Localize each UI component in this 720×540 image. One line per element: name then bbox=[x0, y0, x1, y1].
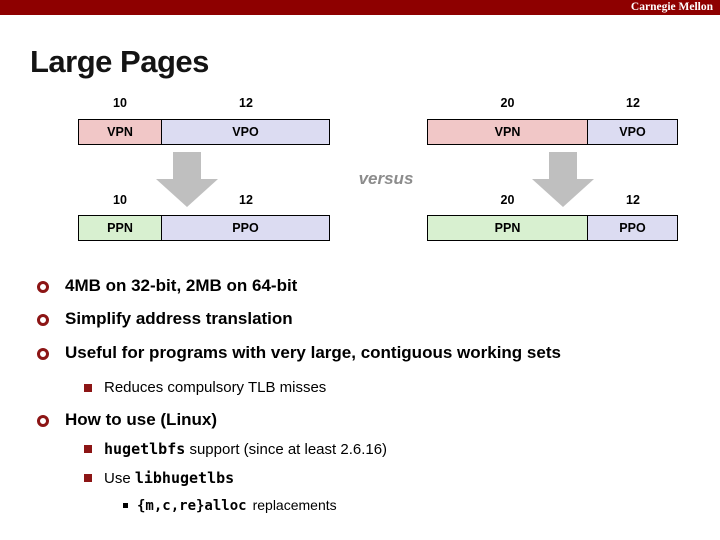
ppn-box: PPN bbox=[78, 215, 162, 241]
bullet-square-icon bbox=[84, 384, 92, 392]
vpo-bits-label: 12 bbox=[626, 96, 640, 110]
bullet-small-square-icon bbox=[123, 503, 128, 508]
vpn-box: VPN bbox=[427, 119, 588, 145]
plain-text: Use bbox=[104, 470, 135, 487]
bullet-item: Useful for programs with very large, con… bbox=[65, 343, 561, 362]
bullet-circle-icon bbox=[37, 415, 49, 427]
bullet-item: How to use (Linux) bbox=[65, 410, 218, 429]
small-page-physical-address-box: PPN PPO bbox=[78, 215, 330, 241]
large-page-physical-address-box: PPN PPO bbox=[427, 215, 678, 241]
sub-sub-bullet-item: {m,c,re}alloc replacements bbox=[137, 497, 337, 514]
vpo-bits-label: 12 bbox=[239, 96, 253, 110]
sub-bullet-item: Use libhugetlbs bbox=[104, 469, 234, 487]
large-page-virtual-bits-row: 20 12 bbox=[427, 96, 678, 111]
vpo-box: VPO bbox=[161, 119, 330, 145]
vpn-bits-label: 10 bbox=[113, 96, 127, 110]
versus-label: versus bbox=[358, 169, 414, 188]
large-page-virtual-address-box: VPN VPO bbox=[427, 119, 678, 145]
ppo-bits-label: 12 bbox=[239, 193, 253, 207]
vpo-box: VPO bbox=[587, 119, 678, 145]
bullet-circle-icon bbox=[37, 314, 49, 326]
down-arrow-icon bbox=[156, 152, 218, 207]
bullet-circle-icon bbox=[37, 348, 49, 360]
code-text: libhugetlbs bbox=[134, 469, 235, 487]
ppo-bits-label: 12 bbox=[626, 193, 640, 207]
ppn-box: PPN bbox=[427, 215, 588, 241]
small-page-virtual-address-box: VPN VPO bbox=[78, 119, 330, 145]
small-page-virtual-bits-row: 10 12 bbox=[78, 96, 330, 111]
bullet-circle-icon bbox=[37, 281, 49, 293]
code-text: {m,c,re}alloc bbox=[137, 498, 247, 514]
code-text: hugetlbfs bbox=[104, 440, 186, 458]
ppo-box: PPO bbox=[161, 215, 330, 241]
plain-text: replacements bbox=[252, 497, 337, 513]
bullet-square-icon bbox=[84, 445, 92, 453]
header-bar bbox=[0, 0, 720, 15]
ppn-bits-label: 20 bbox=[500, 193, 515, 207]
vpn-bits-label: 20 bbox=[500, 96, 515, 110]
down-arrow-icon bbox=[532, 152, 594, 207]
bullet-item: Simplify address translation bbox=[65, 309, 293, 328]
plain-text: support (since at least 2.6.16) bbox=[185, 441, 388, 458]
bullet-item: 4MB on 32-bit, 2MB on 64-bit bbox=[65, 276, 298, 295]
sub-bullet-item: Reduces compulsory TLB misses bbox=[104, 379, 327, 396]
ppo-box: PPO bbox=[587, 215, 678, 241]
carnegie-mellon-brand: Carnegie Mellon bbox=[630, 1, 713, 13]
small-page-physical-bits-row: 10 12 bbox=[78, 193, 330, 208]
vpn-box: VPN bbox=[78, 119, 162, 145]
sub-bullet-item: hugetlbfs support (since at least 2.6.16… bbox=[104, 440, 387, 458]
bullet-square-icon bbox=[84, 474, 92, 482]
large-page-physical-bits-row: 20 12 bbox=[427, 193, 678, 208]
ppn-bits-label: 10 bbox=[113, 193, 127, 207]
page-title: Large Pages bbox=[30, 44, 209, 79]
